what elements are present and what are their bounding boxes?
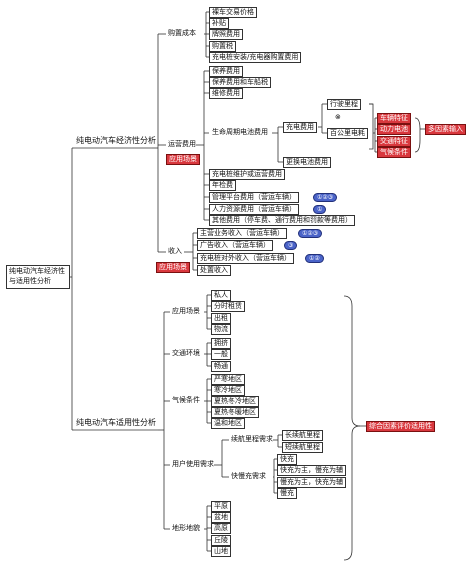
suit-group-label: 应用场景 [172, 307, 200, 315]
vehicle-trait: 车辆特征 [377, 113, 411, 124]
charge-demand-label: 快慢充需求 [231, 472, 266, 480]
income-label: 收入 [168, 247, 182, 255]
operation-item: 人力资源费用（营运车辆） [209, 204, 299, 215]
suit-item: 夏热冬暖地区 [211, 407, 259, 418]
suit-item: 私人 [211, 290, 231, 301]
scene-badge: ①②③ [298, 229, 323, 238]
charge-item: 慢充 [277, 488, 297, 499]
suit-item: 温和地区 [211, 418, 245, 429]
operation-item: 保养费用 [209, 66, 243, 77]
suit-item: 一般 [211, 349, 231, 360]
operation-item: 年检费 [209, 180, 236, 191]
charge-item: 慢充为主，快充为辅 [277, 477, 346, 488]
comprehensive-evaluation: 综合因素评价适用性 [366, 421, 435, 432]
suit-item: 严寒地区 [211, 374, 245, 385]
scene-badge: ①② [305, 254, 324, 263]
suit-item: 平原 [211, 501, 231, 512]
suit-item: 高原 [211, 523, 231, 534]
purchase-label: 购置成本 [168, 29, 196, 37]
suit-item: 盆地 [211, 512, 231, 523]
charge-item: 快充为主，慢充为辅 [277, 465, 346, 476]
range-item: 短续航里程 [282, 442, 323, 453]
suit-item: 分时租赁 [211, 301, 245, 312]
purchase-item: 裸车交易价格 [209, 7, 257, 18]
battery-replacement-fee: 更换电池费用 [283, 157, 331, 168]
operation-item: 维修费用 [209, 88, 243, 99]
income-item: 主营业务收入（营运车辆） [197, 228, 287, 239]
charging-fee: 充电费用 [283, 122, 317, 133]
purchase-item: 牌照费用 [209, 29, 243, 40]
scene-badge: ③ [284, 241, 298, 250]
econ-branch-label: 纯电动汽车经济性分析 [76, 136, 156, 145]
multiply-symbol: ⊗ [335, 113, 341, 121]
income-item: 充电桩对外收入（营运车辆） [197, 253, 294, 264]
purchase-item: 补贴 [209, 18, 229, 29]
range-demand-label: 续航里程需求 [231, 435, 273, 443]
income-item: 处置收入 [197, 265, 231, 276]
vehicle-trait: 交通特征 [377, 136, 411, 147]
suit-group-label: 用户使用需求 [172, 460, 214, 468]
suit-item: 寒冷地区 [211, 385, 245, 396]
suit-branch-label: 纯电动汽车适用性分析 [76, 418, 156, 427]
suit-item: 拥挤 [211, 338, 231, 349]
operation-scene-tag: 应用场景 [166, 154, 200, 165]
scene-badge: ①②③ [313, 193, 338, 202]
suit-item: 山地 [211, 546, 231, 557]
multi-factor-input: 多因素输入 [425, 124, 466, 135]
root-node: 纯电动汽车经济性与适用性分析 [6, 265, 70, 289]
suit-item: 夏热冬冷地区 [211, 396, 259, 407]
suit-item: 畅通 [211, 361, 231, 372]
income-scene-tag: 应用场景 [156, 262, 190, 273]
mileage-node: 行驶里程 [327, 99, 361, 110]
suit-item: 物流 [211, 324, 231, 335]
purchase-item: 充电桩安装/充电器购置费用 [209, 52, 302, 63]
suit-group-label: 地形地貌 [172, 524, 200, 532]
income-item: 广告收入（营运车辆） [197, 240, 273, 251]
lifecycle-battery-label: 生命周期电池费用 [212, 128, 268, 136]
scene-badge: ① [313, 205, 327, 214]
vehicle-trait: 气候条件 [377, 147, 411, 158]
operation-item: 充电桩维护或运营费用 [209, 169, 285, 180]
per100km-consumption: 百公里电耗 [327, 128, 368, 139]
suit-item: 丘陵 [211, 535, 231, 546]
suit-group-label: 气候条件 [172, 396, 200, 404]
purchase-item: 购置税 [209, 41, 236, 52]
charge-item: 快充 [277, 454, 297, 465]
suit-group-label: 交通环境 [172, 349, 200, 357]
suit-item: 出租 [211, 313, 231, 324]
operation-label: 运营费用 [168, 140, 196, 148]
operation-item: 其他费用（停车费、通行费用和罚款等费用） [209, 215, 355, 226]
operation-item: 管理平台费用（营运车辆） [209, 192, 299, 203]
vehicle-trait: 动力电池 [377, 124, 411, 135]
operation-item: 保养费用和车船税 [209, 77, 271, 88]
range-item: 长续航里程 [282, 430, 323, 441]
